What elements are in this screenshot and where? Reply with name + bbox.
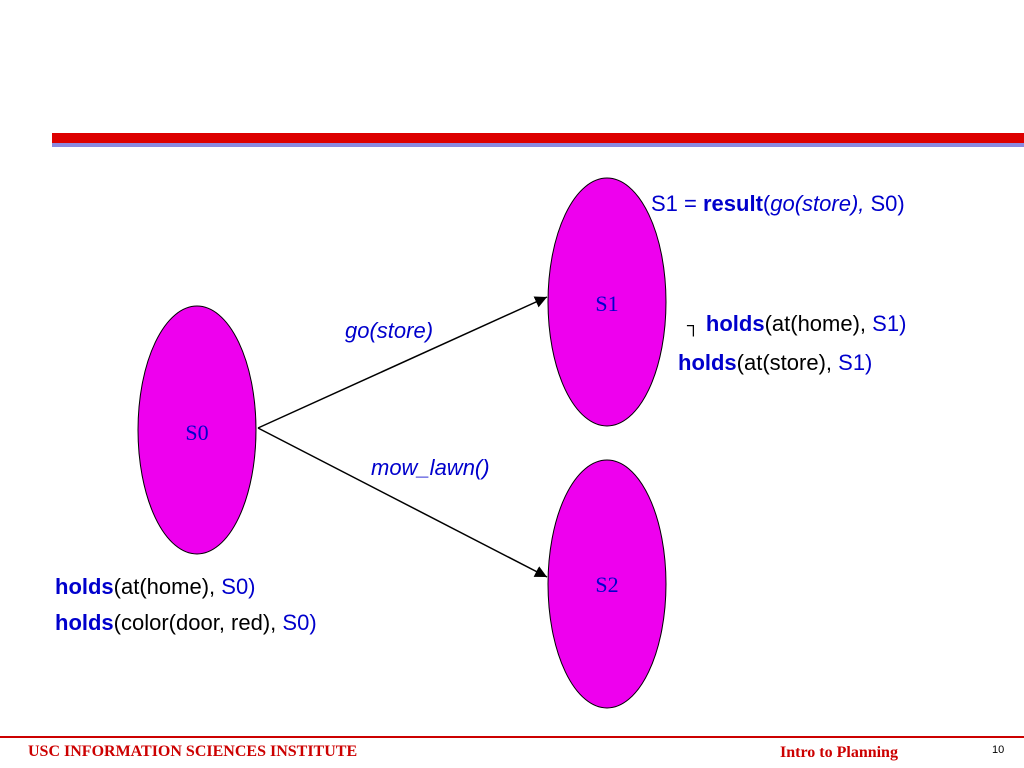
s1-fact1-pred: holds [705, 311, 765, 336]
node-s2 [547, 459, 667, 709]
footer-course-title: Intro to Planning [780, 744, 898, 761]
edge-label-mow-lawn: mow_lawn() [371, 455, 490, 480]
s1-def-open: ( [762, 191, 771, 216]
s1-fact-not-at-home: ┐ holds(at(home), S1) [687, 313, 906, 335]
edge-label-go-store: go(store) [345, 318, 434, 343]
s0-fact2-args: (color(door, red), [113, 610, 283, 635]
node-s0-label: S0 [185, 420, 208, 445]
s1-fact1-args: (at(home), [764, 311, 873, 336]
s0-fact-door-color: holds(color(door, red), S0) [55, 612, 317, 634]
s1-def-lhs: S1 = [651, 191, 703, 216]
s1-definition: S1 = result(go(store), S0) [651, 193, 905, 215]
edge-mow-lawn [257, 427, 548, 578]
s1-fact2-pred: holds [678, 350, 737, 375]
node-s0 [137, 305, 257, 555]
header-rule-red [52, 133, 1024, 143]
s0-fact1-pred: holds [55, 574, 114, 599]
s0-fact-at-home: holds(at(home), S0) [55, 576, 256, 598]
s1-def-func: result [702, 191, 763, 216]
s0-fact2-state: S0) [282, 610, 317, 635]
negation-symbol: ┐ [687, 315, 700, 335]
s1-fact1-state: S1) [872, 311, 907, 336]
node-s2-label: S2 [595, 572, 618, 597]
s0-fact2-pred: holds [55, 610, 114, 635]
s0-fact1-args: (at(home), [113, 574, 222, 599]
s1-fact-at-store: holds(at(store), S1) [678, 352, 872, 374]
s0-fact1-state: S0) [221, 574, 256, 599]
header-rule-blue [52, 143, 1024, 147]
node-s1 [547, 177, 667, 427]
footer-rule [0, 736, 1024, 738]
node-s1-label: S1 [595, 291, 618, 316]
s1-def-arg: S0) [864, 191, 905, 216]
page-number: 10 [992, 744, 1005, 756]
s1-def-action: go(store), [770, 191, 865, 216]
edge-go-store [257, 296, 548, 429]
s1-fact2-args: (at(store), [736, 350, 839, 375]
s1-fact2-state: S1) [838, 350, 873, 375]
footer-institute: USC INFORMATION SCIENCES INSTITUTE [28, 743, 358, 760]
